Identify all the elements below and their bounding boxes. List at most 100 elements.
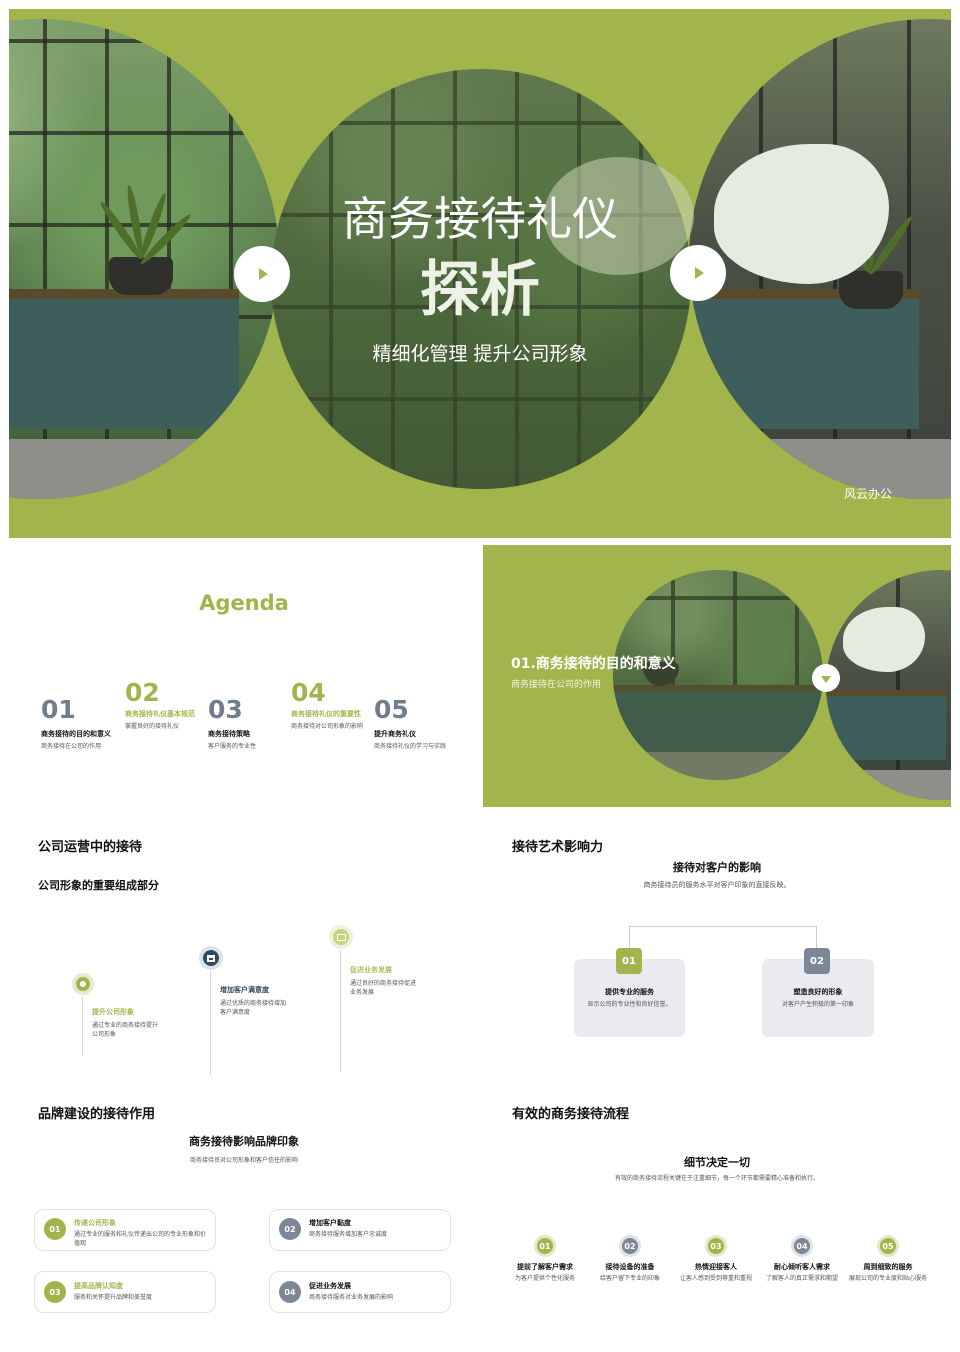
- agenda-number: 04: [291, 678, 326, 707]
- section-title: 01.商务接待的目的和意义: [511, 656, 676, 672]
- flow-step-2[interactable]: 02 接待设备的准备 给客户留下专业的印象: [590, 1235, 670, 1283]
- step-title: 热情迎接客人: [695, 1263, 737, 1271]
- timeline-marker: [329, 925, 353, 949]
- brand-item-2[interactable]: 02 增加客户黏度 商务接待服务增加客户忠诚度: [269, 1209, 451, 1251]
- slide-heading: 商务接待影响品牌印象: [189, 1135, 299, 1148]
- step-desc: 让客人感到受到尊重和重视: [679, 1275, 752, 1282]
- agenda-item-title: 商务接待礼仪的重要性: [291, 710, 361, 718]
- agenda-item-desc: 客户服务的专业性: [208, 743, 257, 750]
- step-desc: 给客户留下专业的印象: [599, 1275, 660, 1282]
- timeline-item-1[interactable]: 提升公司形象 通过专业的商务接待提升公司形象: [92, 1007, 162, 1039]
- item-number: 02: [279, 1218, 301, 1240]
- step-number: 03: [705, 1235, 727, 1257]
- timeline-item-desc: 通过专业的商务接待提升公司形象: [92, 1022, 159, 1038]
- image-icon: [336, 933, 346, 941]
- card-title: 塑造良好的形象: [793, 988, 843, 996]
- agenda-number: 03: [208, 695, 243, 724]
- timeline-item-title: 促进业务发展: [350, 966, 392, 974]
- agenda-item-desc: 商务接待对公司形象的影响: [291, 723, 364, 730]
- cover-title-line2: 探析: [420, 255, 540, 325]
- agenda-item-desc: 商务接待礼仪的学习与实践: [374, 743, 447, 750]
- slide-heading: 细节决定一切: [684, 1156, 750, 1169]
- item-desc: 商务接待服务对业务发展的影响: [309, 1294, 394, 1301]
- slide-heading: 接待对客户的影响: [673, 861, 761, 874]
- section-slide: 01.商务接待的目的和意义 商务接待在公司的作用: [483, 545, 951, 807]
- timeline-item-title: 增加客户满意度: [220, 986, 269, 994]
- center-circle-overlay: [271, 69, 691, 489]
- flow-step-3[interactable]: 03 热情迎接客人 让客人感到受到尊重和重视: [676, 1235, 756, 1283]
- brand-item-4[interactable]: 04 促进业务发展 商务接待服务对业务发展的影响: [269, 1271, 451, 1313]
- connector-line: [629, 926, 817, 948]
- agenda-item-title: 商务接待策略: [208, 730, 250, 738]
- agenda-item-1[interactable]: 01 商务接待的目的和意义 商务接待在公司的作用: [41, 697, 131, 751]
- slide-title: 有效的商务接待流程: [512, 1107, 630, 1122]
- agenda-number: 02: [125, 678, 160, 707]
- step-number: 01: [534, 1235, 556, 1257]
- agenda-item-4[interactable]: 04 商务接待礼仪的重要性 商务接待对公司形象的影响: [291, 680, 381, 731]
- card-number: 02: [804, 948, 830, 974]
- agenda-slide: Agenda 01 商务接待的目的和意义 商务接待在公司的作用 02 商务接待礼…: [9, 545, 479, 807]
- agenda-item-5[interactable]: 05 提升商务礼仪 商务接待礼仪的学习与实践: [374, 697, 464, 751]
- slide-title: 公司运营中的接待: [38, 840, 143, 855]
- flow-step-4[interactable]: 04 耐心倾听客人需求 了解客人的真正需求和期望: [761, 1235, 843, 1283]
- desk-image: [689, 289, 919, 429]
- card-desc: 对客户产生积极的第一印象: [781, 1001, 854, 1008]
- floor-image: [689, 439, 951, 499]
- agenda-item-title: 提升商务礼仪: [374, 730, 416, 738]
- play-icon: [259, 268, 268, 280]
- flow-step-5[interactable]: 05 周到细致的服务 展现公司的专业度和贴心服务: [847, 1235, 929, 1283]
- timeline-line: [210, 971, 211, 1075]
- ops-slide: 公司运营中的接待 公司形象的重要组成部分 提升公司形象 通过专业的商务接待提升公…: [9, 814, 479, 1079]
- step-number: 05: [877, 1235, 899, 1257]
- center-circle-overlay: [613, 570, 823, 780]
- slide-desc: 有效的商务接待流程关键在于注重细节，每一个环节都需要精心准备和执行。: [614, 1175, 819, 1182]
- agenda-number: 01: [41, 695, 76, 724]
- card-desc: 显示公司的专业性和良好信誉。: [587, 1001, 672, 1008]
- chevron-button[interactable]: [812, 664, 840, 692]
- item-number: 03: [44, 1281, 66, 1303]
- step-desc: 展现公司的专业度和贴心服务: [848, 1275, 927, 1282]
- item-title: 促进业务发展: [309, 1282, 351, 1290]
- decorative-blob: [544, 157, 694, 275]
- decorative-blob: [843, 607, 925, 672]
- cover-subtitle: 精细化管理 提升公司形象: [372, 343, 588, 365]
- timeline-line: [340, 950, 341, 1072]
- agenda-item-desc: 商务接待在公司的作用: [41, 743, 102, 750]
- step-title: 提前了解客户需求: [517, 1263, 573, 1271]
- card-number: 01: [616, 948, 642, 974]
- step-number: 04: [791, 1235, 813, 1257]
- brand-item-1[interactable]: 01 传递公司形象 通过专业的服务和礼仪传递出公司的专业形象和价值观: [34, 1209, 216, 1251]
- agenda-item-desc: 掌握良好的接待礼仪: [125, 723, 180, 730]
- agenda-number: 05: [374, 695, 409, 724]
- agenda-item-3[interactable]: 03 商务接待策略 客户服务的专业性: [208, 697, 288, 751]
- item-title: 传递公司形象: [74, 1219, 116, 1227]
- item-title: 提高品牌认知度: [74, 1282, 123, 1290]
- agenda-item-title: 商务接待的目的和意义: [41, 730, 111, 738]
- timeline-item-2[interactable]: 增加客户满意度 通过优质的商务接待增加客户满意度: [220, 985, 286, 1017]
- play-button-right[interactable]: [670, 245, 726, 301]
- item-title: 增加客户黏度: [309, 1219, 351, 1227]
- brand-item-3[interactable]: 03 提高品牌认知度 服务和关怀提升品牌和美誉度: [34, 1271, 216, 1313]
- desk-image: [826, 690, 946, 760]
- item-number: 01: [44, 1218, 66, 1240]
- section-subtitle: 商务接待在公司的作用: [511, 680, 602, 690]
- plant-pot-image: [839, 271, 903, 309]
- agenda-title: Agenda: [199, 591, 289, 615]
- slide-title: 品牌建设的接待作用: [38, 1107, 156, 1122]
- cover-slide: 商务接待礼仪 探析 精细化管理 提升公司形象 风云办公: [9, 9, 951, 538]
- center-circle-photo: [613, 570, 823, 780]
- timeline-item-desc: 通过优质的商务接待增加客户满意度: [220, 1000, 287, 1016]
- play-button-left[interactable]: [234, 246, 290, 302]
- slide-desc: 商务接待员对公司形象和客户信任的影响: [189, 1157, 298, 1164]
- brand-slide: 品牌建设的接待作用 商务接待影响品牌印象 商务接待员对公司形象和客户信任的影响 …: [9, 1085, 479, 1347]
- agenda-item-2[interactable]: 02 商务接待礼仪基本规范 掌握良好的接待礼仪: [125, 680, 215, 731]
- timeline-item-3[interactable]: 促进业务发展 通过良好的商务接待促进业务发展: [350, 965, 416, 997]
- timeline-line: [82, 996, 83, 1056]
- flow-step-1[interactable]: 01 提前了解客户需求 为客户提供个性化服务: [505, 1235, 585, 1283]
- chevron-down-icon: [821, 675, 831, 683]
- sitemap-icon: [207, 954, 215, 962]
- floor-image: [9, 439, 279, 499]
- timeline-item-title: 提升公司形象: [92, 1008, 134, 1016]
- item-desc: 服务和关怀提升品牌和美誉度: [74, 1294, 153, 1301]
- art-slide: 接待艺术影响力 接待对客户的影响 商务接待员的服务水平对客户印象的直接反映。 提…: [483, 814, 951, 1079]
